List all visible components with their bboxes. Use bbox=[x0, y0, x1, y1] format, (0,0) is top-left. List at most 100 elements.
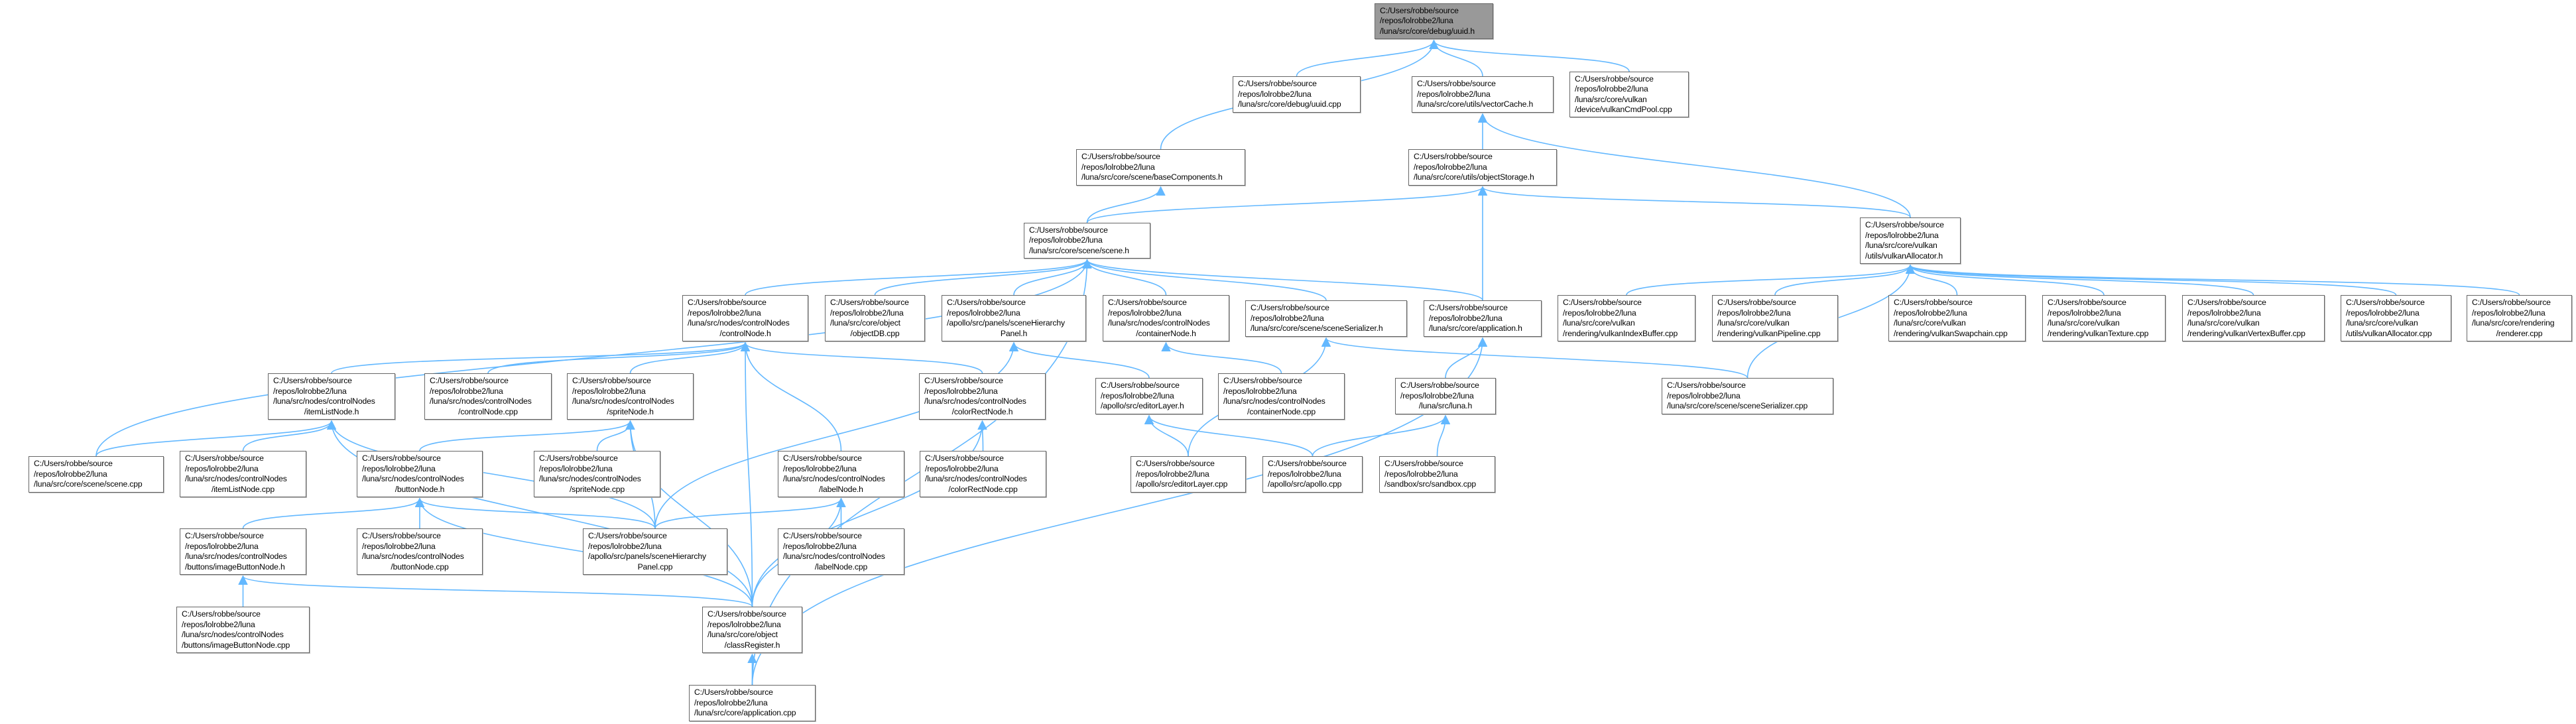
node-uuid-h[interactable]: C:/Users/robbe/source/repos/lolrobbe2/lu… bbox=[1375, 3, 1493, 39]
node-label-line: /repos/lolrobbe2/luna bbox=[1417, 89, 1491, 99]
node-application-h[interactable]: C:/Users/robbe/source/repos/lolrobbe2/lu… bbox=[1424, 300, 1542, 337]
node-colorRectNode-cpp[interactable]: C:/Users/robbe/source/repos/lolrobbe2/lu… bbox=[920, 451, 1046, 497]
node-sandbox-cpp[interactable]: C:/Users/robbe/source/repos/lolrobbe2/lu… bbox=[1379, 456, 1495, 493]
edge-classRegister_h-to-imageButtonNode_h bbox=[238, 575, 753, 607]
node-label-line: /repos/lolrobbe2/luna bbox=[924, 386, 998, 396]
node-baseComponents-h[interactable]: C:/Users/robbe/source/repos/lolrobbe2/lu… bbox=[1076, 149, 1245, 186]
node-label-line: /spriteNode.h bbox=[607, 406, 654, 416]
node-label-line: /repos/lolrobbe2/luna bbox=[539, 463, 613, 473]
edge-apollo_cpp-to-editorLayer_h bbox=[1144, 414, 1314, 457]
node-vulkanAllocator-h[interactable]: C:/Users/robbe/source/repos/lolrobbe2/lu… bbox=[1860, 217, 1961, 264]
node-label-line: C:/Users/robbe/source bbox=[185, 531, 264, 540]
node-spriteNode-cpp[interactable]: C:/Users/robbe/source/repos/lolrobbe2/lu… bbox=[534, 451, 660, 497]
node-sceneHierarchyPanel-cpp[interactable]: C:/Users/robbe/source/repos/lolrobbe2/lu… bbox=[583, 528, 727, 575]
node-containerNode-h[interactable]: C:/Users/robbe/source/repos/lolrobbe2/lu… bbox=[1103, 295, 1229, 341]
node-itemListNode-h[interactable]: C:/Users/robbe/source/repos/lolrobbe2/lu… bbox=[268, 373, 395, 420]
node-buttonNode-h[interactable]: C:/Users/robbe/source/repos/lolrobbe2/lu… bbox=[357, 451, 483, 497]
node-label-line: C:/Users/robbe/source bbox=[707, 609, 786, 619]
node-vulkanAllocator-cpp[interactable]: C:/Users/robbe/source/repos/lolrobbe2/lu… bbox=[2341, 295, 2451, 341]
node-vulkanTexture-cpp[interactable]: C:/Users/robbe/source/repos/lolrobbe2/lu… bbox=[2042, 295, 2166, 341]
node-label-line: /repos/lolrobbe2/luna bbox=[362, 463, 436, 473]
node-editorLayer-h[interactable]: C:/Users/robbe/source/repos/lolrobbe2/lu… bbox=[1095, 378, 1203, 414]
node-editorLayer-cpp[interactable]: C:/Users/robbe/source/repos/lolrobbe2/lu… bbox=[1131, 456, 1246, 493]
node-label-line: /repos/lolrobbe2/luna bbox=[2048, 308, 2121, 318]
node-label-line: C:/Users/robbe/source bbox=[2472, 298, 2551, 307]
node-label-line: /repos/lolrobbe2/luna bbox=[1081, 162, 1155, 172]
edge-sceneHierarchyPanel_cpp-to-buttonNode_h bbox=[414, 497, 656, 529]
node-label-line: C:/Users/robbe/source bbox=[1414, 152, 1493, 162]
node-label-line: C:/Users/robbe/source bbox=[2048, 298, 2126, 307]
edge-scene_cpp-to-itemListNode_h bbox=[95, 420, 337, 457]
node-sceneSerializer-cpp[interactable]: C:/Users/robbe/source/repos/lolrobbe2/lu… bbox=[1662, 378, 1833, 414]
node-label-line: /itemListNode.h bbox=[304, 406, 359, 416]
node-label-line: C:/Users/robbe/source bbox=[1029, 225, 1108, 235]
node-controlNode-cpp[interactable]: C:/Users/robbe/source/repos/lolrobbe2/lu… bbox=[424, 373, 552, 420]
node-containerNode-cpp[interactable]: C:/Users/robbe/source/repos/lolrobbe2/lu… bbox=[1218, 373, 1345, 420]
node-label-line: /repos/lolrobbe2/luna bbox=[2346, 308, 2420, 318]
node-label-line: /buttons/imageButtonNode.h bbox=[185, 562, 285, 572]
node-label-line: /repos/lolrobbe2/luna bbox=[830, 308, 904, 318]
node-label-line: /apollo/src/apollo.cpp bbox=[1268, 479, 1342, 489]
node-label-line: /repos/lolrobbe2/luna bbox=[1380, 16, 1453, 26]
node-scene-cpp[interactable]: C:/Users/robbe/source/repos/lolrobbe2/lu… bbox=[29, 456, 164, 493]
node-label-line: C:/Users/robbe/source bbox=[1238, 79, 1317, 89]
node-vulkanVertexBuffer-cpp[interactable]: C:/Users/robbe/source/repos/lolrobbe2/lu… bbox=[2182, 295, 2325, 341]
node-label-line: /luna/src/core/vulkan bbox=[2048, 318, 2120, 328]
node-buttonNode-cpp[interactable]: C:/Users/robbe/source/repos/lolrobbe2/lu… bbox=[357, 528, 483, 575]
node-vulkanIndexBuffer-cpp[interactable]: C:/Users/robbe/source/repos/lolrobbe2/lu… bbox=[1558, 295, 1695, 341]
node-label-line: /classRegister.h bbox=[724, 640, 780, 650]
edge-imageButtonNode_h-to-buttonNode_h bbox=[242, 497, 425, 529]
node-label-line: /repos/lolrobbe2/luna bbox=[1429, 313, 1503, 323]
node-label-line: /labelNode.cpp bbox=[814, 562, 868, 572]
node-label-line: /luna/src/nodes/controlNodes bbox=[572, 396, 674, 406]
node-label-line: /repos/lolrobbe2/luna bbox=[2187, 308, 2261, 318]
node-luna-h[interactable]: C:/Users/robbe/source/repos/lolrobbe2/lu… bbox=[1395, 378, 1496, 414]
node-label-line: C:/Users/robbe/source bbox=[1894, 298, 1973, 307]
node-application-cpp[interactable]: C:/Users/robbe/source/repos/lolrobbe2/lu… bbox=[689, 685, 816, 721]
node-vectorCache-h[interactable]: C:/Users/robbe/source/repos/lolrobbe2/lu… bbox=[1412, 76, 1554, 113]
node-vulkanPipeline-cpp[interactable]: C:/Users/robbe/source/repos/lolrobbe2/lu… bbox=[1712, 295, 1838, 341]
node-label-line: /rendering/vulkanIndexBuffer.cpp bbox=[1563, 328, 1678, 338]
node-label-line: /luna/src/core/object bbox=[707, 630, 778, 639]
node-scene-h[interactable]: C:/Users/robbe/source/repos/lolrobbe2/lu… bbox=[1024, 223, 1150, 259]
node-label-line: C:/Users/robbe/source bbox=[588, 531, 667, 540]
node-label-line: /buttons/imageButtonNode.cpp bbox=[182, 640, 290, 650]
node-colorRectNode-h[interactable]: C:/Users/robbe/source/repos/lolrobbe2/lu… bbox=[919, 373, 1046, 420]
node-imageButtonNode-h[interactable]: C:/Users/robbe/source/repos/lolrobbe2/lu… bbox=[180, 528, 306, 575]
node-objectStorage-h[interactable]: C:/Users/robbe/source/repos/lolrobbe2/lu… bbox=[1408, 149, 1557, 186]
edge-vulkanVertexBuffer_cpp-to-vulkanAllocator_h bbox=[1906, 264, 2254, 296]
node-label-line: C:/Users/robbe/source bbox=[694, 688, 773, 697]
node-label-line: /repos/lolrobbe2/luna bbox=[430, 386, 503, 396]
node-apollo-cpp[interactable]: C:/Users/robbe/source/repos/lolrobbe2/lu… bbox=[1262, 456, 1363, 493]
node-label-line: /luna/src/core/vulkan bbox=[1717, 318, 1790, 328]
node-label-line: /repos/lolrobbe2/luna bbox=[1563, 308, 1636, 318]
node-labelNode-cpp[interactable]: C:/Users/robbe/source/repos/lolrobbe2/lu… bbox=[778, 528, 904, 575]
node-label-line: /repos/lolrobbe2/luna bbox=[1268, 469, 1341, 479]
node-label-line: /luna/src/nodes/controlNodes bbox=[539, 474, 641, 483]
node-label-line: /colorRectNode.cpp bbox=[948, 484, 1018, 494]
edge-controlNode_h-to-scene_h bbox=[745, 259, 1092, 296]
node-vulkanSwapchain-cpp[interactable]: C:/Users/robbe/source/repos/lolrobbe2/lu… bbox=[1888, 295, 2026, 341]
node-vulkanCmdPool-cpp[interactable]: C:/Users/robbe/source/repos/lolrobbe2/lu… bbox=[1569, 72, 1689, 117]
node-spriteNode-h[interactable]: C:/Users/robbe/source/repos/lolrobbe2/lu… bbox=[567, 373, 694, 420]
node-sceneSerializer-h[interactable]: C:/Users/robbe/source/repos/lolrobbe2/lu… bbox=[1245, 300, 1407, 337]
node-sceneHierarchyPanel-h[interactable]: C:/Users/robbe/source/repos/lolrobbe2/lu… bbox=[942, 295, 1086, 341]
node-labelNode-h[interactable]: C:/Users/robbe/source/repos/lolrobbe2/lu… bbox=[778, 451, 904, 497]
node-label-line: /luna/src/core/scene/scene.h bbox=[1029, 245, 1129, 255]
node-uuid-cpp[interactable]: C:/Users/robbe/source/repos/lolrobbe2/lu… bbox=[1233, 76, 1361, 113]
node-label-line: C:/Users/robbe/source bbox=[185, 453, 264, 463]
node-label-line: /controlNode.h bbox=[719, 328, 771, 338]
node-label-line: C:/Users/robbe/source bbox=[1400, 381, 1479, 391]
node-label-line: /luna/src/core/utils/objectStorage.h bbox=[1414, 172, 1534, 182]
node-label-line: /luna/src/nodes/controlNodes bbox=[362, 474, 464, 483]
node-imageButtonNode-cpp[interactable]: C:/Users/robbe/source/repos/lolrobbe2/lu… bbox=[176, 607, 310, 653]
node-controlNode-h[interactable]: C:/Users/robbe/source/repos/lolrobbe2/lu… bbox=[682, 295, 808, 341]
node-label-line: /repos/lolrobbe2/luna bbox=[925, 463, 999, 473]
node-label-line: /spriteNode.cpp bbox=[569, 484, 625, 494]
node-itemListNode-cpp[interactable]: C:/Users/robbe/source/repos/lolrobbe2/lu… bbox=[180, 451, 306, 497]
node-renderer-cpp[interactable]: C:/Users/robbe/source/repos/lolrobbe2/lu… bbox=[2467, 295, 2572, 341]
node-label-line: /repos/lolrobbe2/luna bbox=[362, 541, 436, 551]
node-classRegister-h[interactable]: C:/Users/robbe/source/repos/lolrobbe2/lu… bbox=[702, 607, 802, 653]
node-objectDB-cpp[interactable]: C:/Users/robbe/source/repos/lolrobbe2/lu… bbox=[825, 295, 925, 341]
edge-vulkanAllocator_cpp-to-vulkanAllocator_h bbox=[1906, 264, 2397, 296]
